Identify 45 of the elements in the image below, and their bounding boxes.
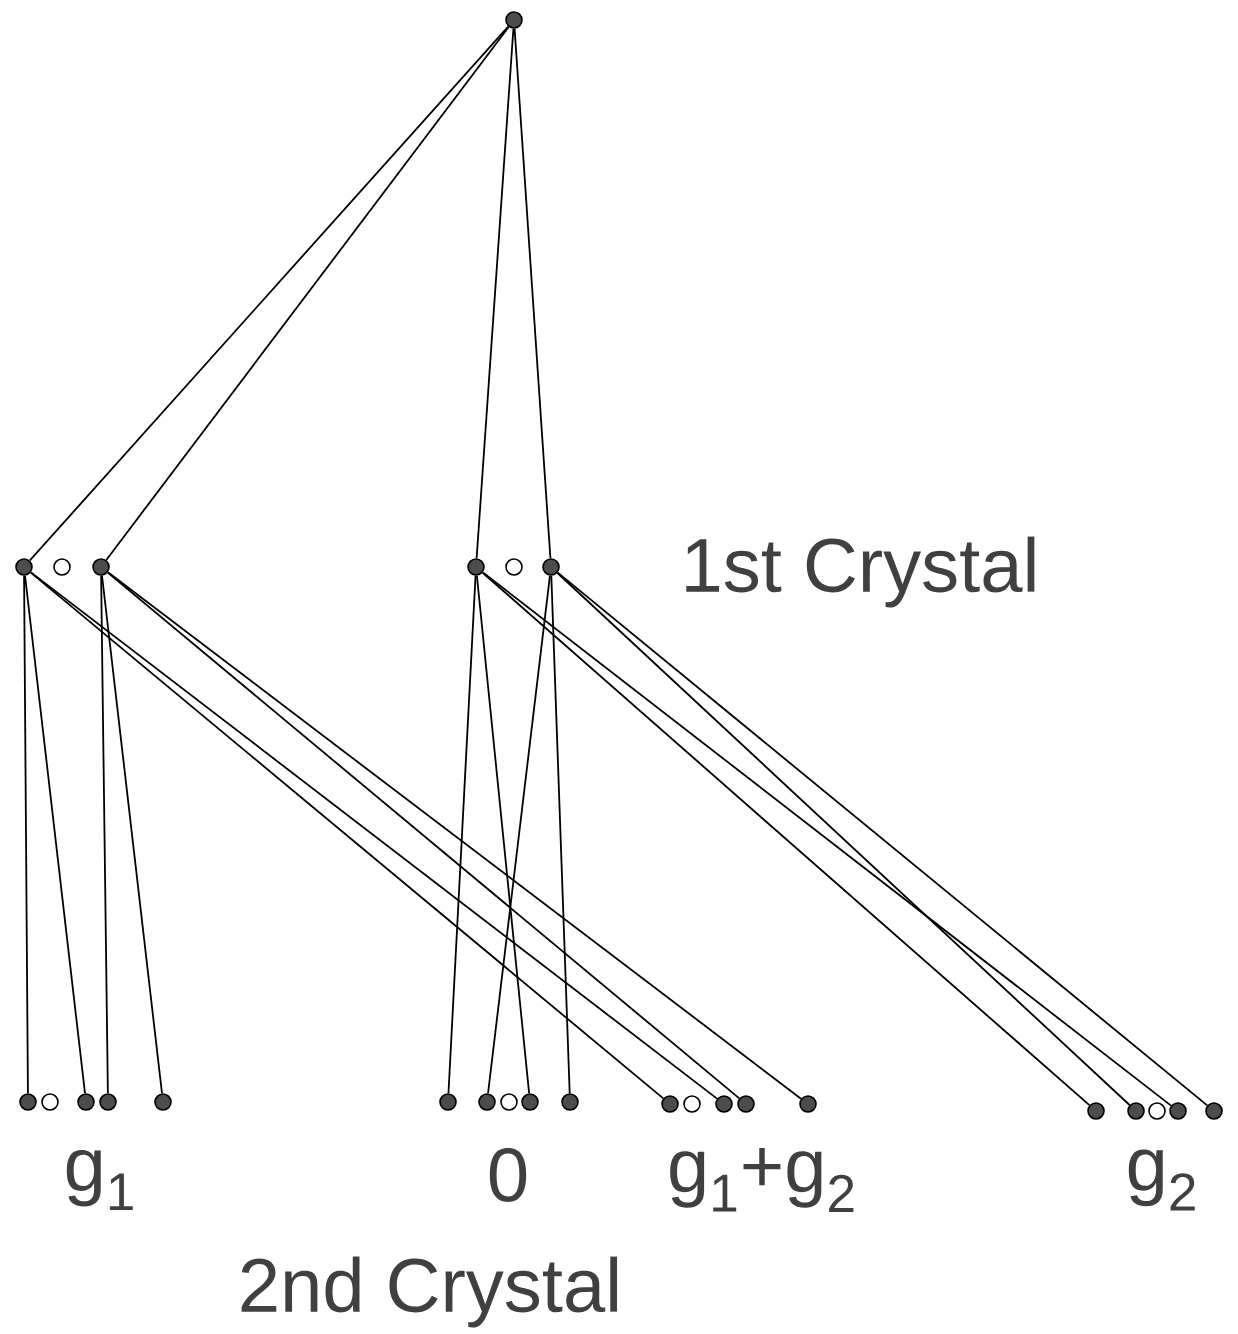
- connector-line: [476, 574, 530, 1095]
- open-circle: [500, 1093, 518, 1111]
- connector-line: [28, 25, 510, 562]
- dot: [439, 1093, 457, 1111]
- connector-line: [101, 574, 163, 1095]
- dot: [478, 1093, 496, 1111]
- dot: [561, 1093, 579, 1111]
- open-circle: [683, 1095, 701, 1113]
- connector-line: [513, 27, 552, 560]
- dot: [77, 1093, 95, 1111]
- dot: [1127, 1102, 1145, 1120]
- open-circle: [53, 558, 71, 576]
- dot: [154, 1093, 172, 1111]
- connector-line: [100, 574, 109, 1095]
- dot: [799, 1095, 817, 1113]
- dot: [521, 1093, 539, 1111]
- label: 1st Crystal: [686, 536, 1035, 608]
- dot: [1169, 1102, 1187, 1120]
- label: g$_{1}$: [66, 1149, 133, 1211]
- dot: [1087, 1102, 1105, 1120]
- label: 0: [489, 1148, 527, 1202]
- connector-line: [447, 574, 477, 1095]
- connector-line: [24, 574, 86, 1095]
- label: 2nd Crystal: [241, 1256, 617, 1328]
- dot: [15, 558, 33, 576]
- dot: [92, 558, 110, 576]
- connector-line: [23, 574, 29, 1095]
- dot: [505, 11, 523, 29]
- dot: [467, 558, 485, 576]
- open-circle: [41, 1093, 59, 1111]
- connector-line: [550, 574, 571, 1095]
- label: g$_{1}$+g$_{2}$: [670, 1148, 854, 1212]
- dot: [19, 1093, 37, 1111]
- open-circle: [1148, 1102, 1166, 1120]
- connector-line: [105, 26, 510, 561]
- dot: [542, 558, 560, 576]
- dot: [737, 1095, 755, 1113]
- dot: [1205, 1102, 1223, 1120]
- label: g$_{2}$: [1128, 1149, 1195, 1211]
- dot: [715, 1095, 733, 1113]
- dot: [661, 1095, 679, 1113]
- connector-line: [475, 27, 515, 560]
- dot: [99, 1093, 117, 1111]
- open-circle: [505, 558, 523, 576]
- connector-line: [487, 574, 551, 1095]
